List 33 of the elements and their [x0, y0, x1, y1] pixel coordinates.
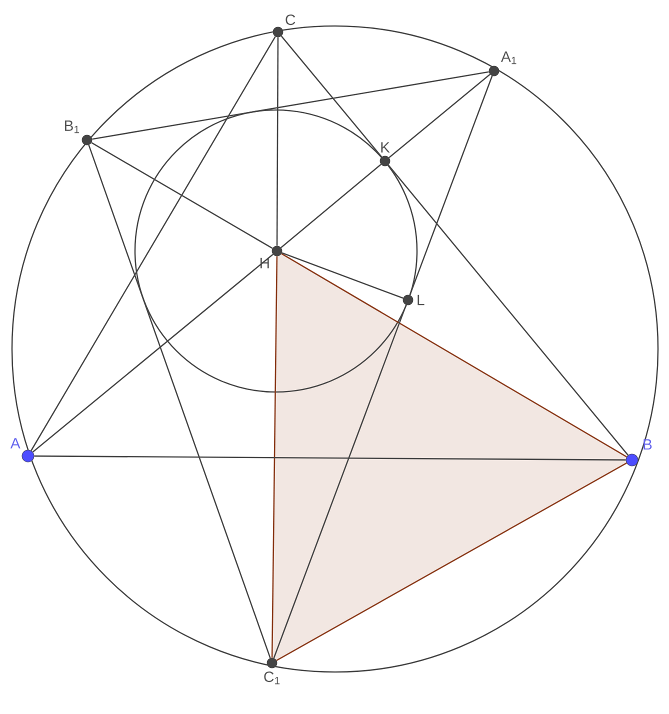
line-segment: [271, 256, 278, 658]
point: C: [272, 14, 296, 38]
node-label: A$_{1}$: [500, 52, 516, 64]
node-label: C$_{1}$: [264, 671, 280, 684]
point: L: [402, 294, 424, 306]
point: A: [10, 438, 34, 462]
point: K: [380, 142, 390, 166]
node-label: B$_{1}$: [64, 120, 80, 134]
line-segment: [281, 253, 627, 458]
line-segment: [91, 142, 273, 249]
line-segment: [276, 37, 279, 246]
node-label: B: [644, 439, 652, 450]
line-segment: [273, 304, 407, 658]
line-segment: [34, 455, 626, 461]
line-segment: [276, 462, 627, 661]
point: B: [626, 439, 652, 466]
point: A$_{1}$: [488, 52, 516, 76]
line-segment: [92, 71, 489, 140]
line-segment: [88, 144, 271, 658]
line-segment: [409, 76, 493, 296]
point: B$_{1}$: [64, 120, 92, 146]
line-segment: [280, 36, 382, 158]
line-segment: [388, 74, 490, 158]
line-segment: [32, 254, 274, 453]
point: C$_{1}$: [264, 658, 280, 684]
node-label: C: [286, 14, 296, 26]
node-label: A: [10, 438, 20, 448]
node-label: K: [381, 142, 390, 153]
line-segment: [280, 164, 382, 248]
line-segment: [30, 36, 276, 451]
node-label: L: [418, 294, 424, 306]
line-segment: [388, 164, 629, 456]
line-segment: [282, 252, 404, 299]
